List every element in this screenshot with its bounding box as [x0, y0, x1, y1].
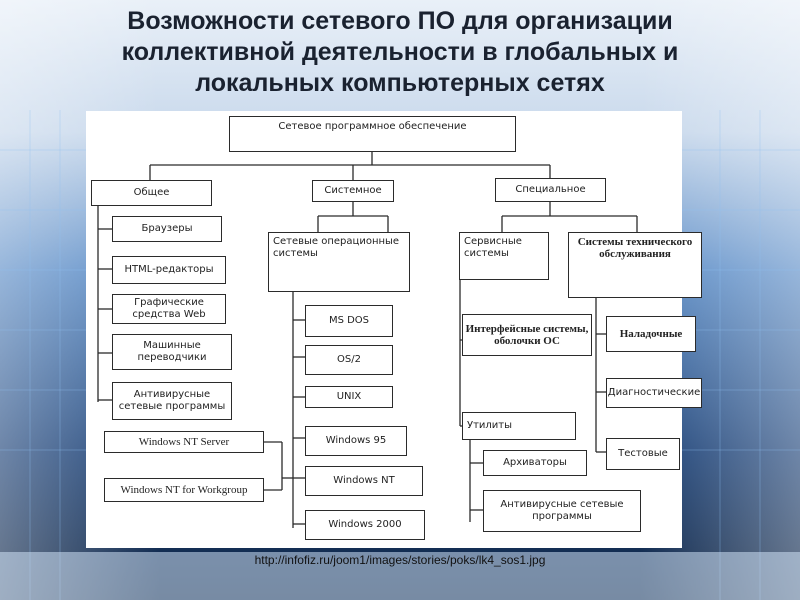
title-line: коллективной деятельности в глобальных и: [121, 38, 679, 66]
node-general-item: Браузеры: [112, 216, 222, 242]
node-windows-nt-workgroup: Windows NT for Workgroup: [104, 478, 264, 502]
source-url[interactable]: http://infofiz.ru/joom1/images/stories/p…: [254, 553, 546, 567]
node-maintenance-item: Наладочные: [606, 316, 696, 352]
node-general-item: HTML-редакторы: [112, 256, 226, 284]
node-utility-item: Архиваторы: [483, 450, 587, 476]
node-os: MS DOS: [305, 305, 393, 337]
node-os: Windows NT: [305, 466, 423, 496]
node-windows-nt-server: Windows NT Server: [104, 431, 264, 453]
node-os: Windows 95: [305, 426, 407, 456]
node-maintenance-item: Тестовые: [606, 438, 680, 470]
node-maintenance-systems: Системы технического обслуживания: [568, 232, 702, 298]
node-general-item: Антивирусные сетевые программы: [112, 382, 232, 420]
slide-title: Возможности сетевого ПО для организации …: [0, 6, 800, 99]
node-os: UNIX: [305, 386, 393, 408]
title-line: локальных компьютерных сетях: [195, 69, 605, 97]
node-maintenance-item: Диагностические: [606, 378, 702, 408]
node-os: Windows 2000: [305, 510, 425, 540]
node-general-item: Машинные переводчики: [112, 334, 232, 370]
node-os: OS/2: [305, 345, 393, 375]
node-utility-item: Антивирусные сетевые программы: [483, 490, 641, 532]
node-system: Системное: [312, 180, 394, 202]
node-network-os: Сетевые операционные системы: [268, 232, 410, 292]
node-general: Общее: [91, 180, 212, 206]
node-utilities: Утилиты: [462, 412, 576, 440]
node-special: Специальное: [495, 178, 606, 202]
node-interface-shells: Интерфейсные системы, оболочки ОС: [462, 314, 592, 356]
node-service-systems: Сервисные системы: [459, 232, 549, 280]
node-root: Сетевое программное обеспечение: [229, 116, 516, 152]
title-line: Возможности сетевого ПО для организации: [127, 7, 673, 35]
node-general-item: Графические средства Web: [112, 294, 226, 324]
